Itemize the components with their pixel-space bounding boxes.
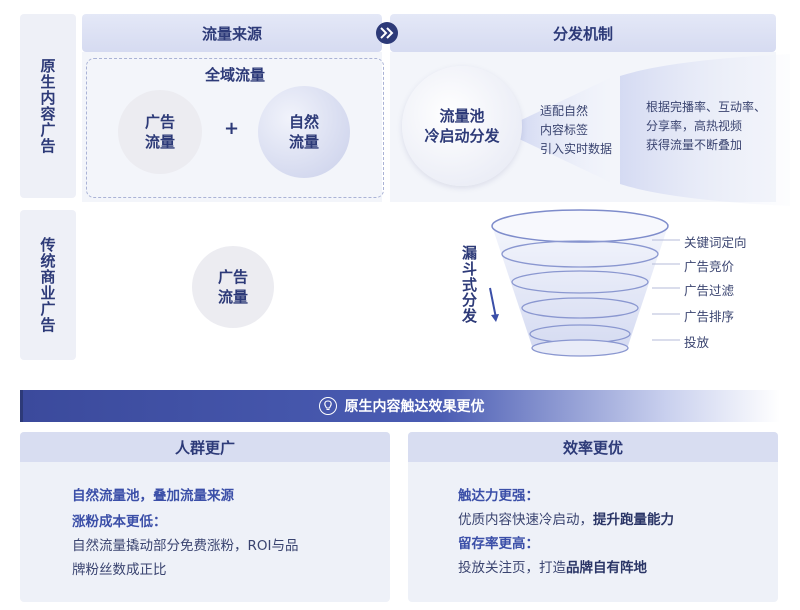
card-efficiency-line4: 投放关注页，打造品牌自有阵地 [458,556,647,576]
card-audience-title: 人群更广 [20,432,390,462]
funnel-step-1: 关键词定向 [684,235,747,250]
card-audience-line2: 涨粉成本更低： [72,514,167,530]
funnel-step-2: 广告竞价 [684,259,735,274]
row-label-native: 原生内容广告 [20,14,76,198]
all-domain-title: 全域流量 [204,66,265,84]
all-domain-box [86,58,384,198]
funnel-title: 漏 斗 式 分 发 [462,244,478,325]
banner-text: 原生内容触达效果更优 [344,399,485,415]
header-traffic-source-text: 流量来源 [201,24,262,43]
natural-traffic-text: 自然 流量 [288,112,319,151]
card-efficiency-line4-a: 投放关注页，打造 [458,560,566,576]
row-label-traditional: 传统商业广告 [20,210,76,360]
ad-traffic-circle: 广告 流量 [118,90,202,174]
plus-sign: + [224,118,240,139]
card-efficiency-line1: 触达力更强： [458,488,539,504]
traffic-pool-text: 流量池 冷启动分发 [424,106,500,145]
funnel-step-4: 广告排序 [684,309,735,324]
card-audience: 人群更广 自然流量池，叠加流量来源 涨粉成本更低： 自然流量撬动部分免费涨粉，R… [20,432,390,602]
funnel-step-5: 投放 [684,335,710,350]
row-label-native-text: 原生内容广告 [38,58,57,154]
result-banner: 原生内容触达效果更优 [23,390,780,422]
distribution-fan [500,54,790,206]
funnel-graphic [491,209,669,357]
header-distribution: 分发机制 [390,14,776,52]
card-audience-line3: 自然流量撬动部分免费涨粉，ROI与品 [72,538,299,554]
card-efficiency-line4-b: 品牌自有阵地 [566,560,647,576]
trad-ad-traffic-circle: 广告 流量 [192,246,274,328]
card-audience-line1: 自然流量池，叠加流量来源 [72,488,234,504]
card-efficiency-line2-b: 提升跑量能力 [593,512,674,528]
card-audience-line4: 牌粉丝数成正比 [72,562,167,578]
header-traffic-source: 流量来源 [82,14,382,52]
card-efficiency-line2-a: 优质内容快速冷启动， [458,512,593,528]
bulb-icon [318,397,337,415]
match-text: 适配自然 内容标签 引入实时数据 [540,104,613,157]
rank-text: 根据完播率、互动率、 分享率，高热视频 获得流量不断叠加 [646,100,767,153]
natural-traffic-circle: 自然 流量 [258,86,350,178]
trad-ad-traffic-text: 广告 流量 [217,267,248,306]
double-arrow-icon [376,22,398,44]
header-distribution-text: 分发机制 [552,24,613,43]
funnel-leader-lines [652,239,680,341]
down-arrow-icon [489,287,499,322]
ad-traffic-text: 广告 流量 [144,112,175,151]
card-efficiency-line3: 留存率更高： [458,536,539,552]
traffic-pool-circle: 流量池 冷启动分发 [402,66,522,186]
card-efficiency: 效率更优 触达力更强： 优质内容快速冷启动，提升跑量能力 留存率更高： 投放关注… [408,432,778,602]
funnel-step-3: 广告过滤 [684,283,735,298]
card-efficiency-title: 效率更优 [408,432,778,462]
banner-left-accent [20,390,23,422]
row-label-traditional-text: 传统商业广告 [38,237,57,333]
card-efficiency-line2: 优质内容快速冷启动，提升跑量能力 [458,508,674,528]
